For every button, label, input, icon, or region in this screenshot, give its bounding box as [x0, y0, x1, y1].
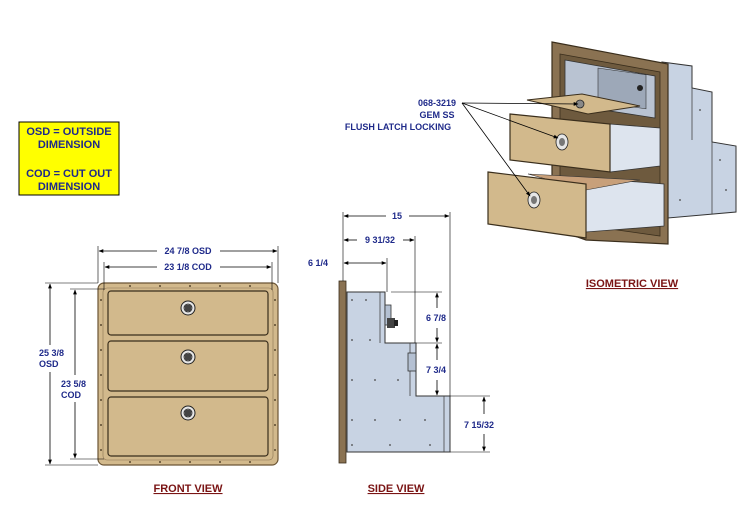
latch-icon: [180, 405, 196, 421]
front-height-osd-value: 25 3/8: [39, 348, 64, 358]
isometric-view: 068-3219 GEM SS FLUSH LATCH LOCKING ISOM…: [345, 41, 737, 290]
isometric-view-title: ISOMETRIC VIEW: [586, 278, 679, 290]
side-height-top: 6 7/8: [426, 313, 446, 323]
callout-description: FLUSH LATCH LOCKING: [345, 122, 451, 132]
legend-box: OSD = OUTSIDE DIMENSION COD = CUT OUT DI…: [18, 121, 120, 196]
front-drawer-middle: [107, 340, 269, 392]
legend-cod-line2: DIMENSION: [38, 181, 100, 193]
latch-icon: [180, 300, 196, 316]
iso-housing-side: [661, 61, 737, 219]
side-height-bottom: 7 15/32: [464, 420, 494, 430]
callout-material: GEM SS: [419, 110, 454, 120]
callout-leader: [461, 102, 531, 197]
front-width-cod: 23 1/8 COD: [164, 262, 212, 272]
side-height-middle: 7 3/4: [426, 365, 446, 375]
side-depth-upper: 9 31/32: [365, 235, 395, 245]
legend-cod-line1: COD = CUT OUT: [26, 168, 112, 180]
front-height-osd-unit: OSD: [39, 359, 59, 369]
front-width-osd: 24 7/8 OSD: [164, 246, 212, 256]
front-drawer-bottom: [107, 396, 269, 457]
callout-leader: [461, 102, 579, 106]
iso-drawer-top-box: [609, 123, 661, 173]
callout-part-number: 068-3219: [418, 98, 456, 108]
side-rivets: [351, 299, 431, 446]
legend-osd-line2: DIMENSION: [38, 139, 100, 151]
front-height-cod-unit: COD: [61, 390, 82, 400]
side-depth-flange: 6 1/4: [308, 258, 328, 268]
front-view-title: FRONT VIEW: [153, 483, 223, 495]
latch-icon: [180, 349, 196, 365]
front-screws: [100, 285, 276, 463]
legend-osd-line1: OSD = OUTSIDE: [26, 126, 111, 138]
side-view-title: SIDE VIEW: [368, 483, 425, 495]
side-view: 15 9 31/32 6 1/4 6 7/8 7 3/4 7 15/32 SID…: [308, 211, 494, 495]
callout-leader: [461, 102, 559, 139]
side-latch: [387, 318, 395, 328]
side-flange: [338, 280, 347, 464]
side-depth-total: 15: [392, 211, 402, 221]
front-view: 24 7/8 OSD 23 1/8 COD 25 3/8 OSD 23 5/8 …: [39, 246, 279, 495]
front-height-cod-value: 23 5/8: [61, 379, 86, 389]
